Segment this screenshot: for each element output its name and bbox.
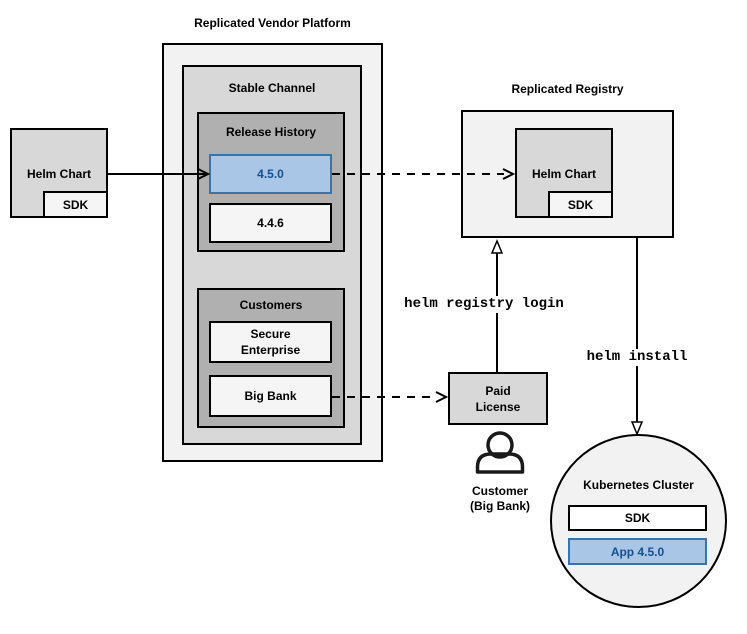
person-icon <box>475 431 525 474</box>
registry-sdk-box: SDK <box>548 191 613 218</box>
customer-secure-enterprise: Secure Enterprise <box>209 321 332 363</box>
source-helm-chart-label: Helm Chart <box>26 167 91 181</box>
paid-license-label: Paid License <box>475 383 521 414</box>
customer-caption-line1: Customer <box>471 484 528 498</box>
helm-install-label: helm install <box>577 349 697 366</box>
source-helm-chart-box: Helm Chart SDK <box>10 128 108 218</box>
customer-big-bank-label: Big Bank <box>244 389 297 403</box>
customer-caption: Customer (Big Bank) <box>448 484 552 514</box>
cluster-sdk-box: SDK <box>568 505 707 531</box>
registry-helm-chart-box: Helm Chart SDK <box>515 128 613 218</box>
customer-caption-line2: (Big Bank) <box>470 499 530 513</box>
cluster-app-label: App 4.5.0 <box>610 544 665 559</box>
release-4-4-6: 4.4.6 <box>209 203 332 243</box>
customers-title: Customers <box>239 298 303 312</box>
registry-title: Replicated Registry <box>511 82 624 96</box>
release-4-5-0: 4.5.0 <box>209 154 332 194</box>
release-4-5-0-label: 4.5.0 <box>257 167 284 181</box>
vendor-platform-title: Replicated Vendor Platform <box>194 16 351 30</box>
customer-big-bank: Big Bank <box>209 375 332 417</box>
source-sdk-box: SDK <box>43 191 108 218</box>
cluster-app-box: App 4.5.0 <box>568 538 707 565</box>
source-sdk-label: SDK <box>62 197 89 212</box>
release-history-title: Release History <box>225 125 317 139</box>
cluster-sdk-label: SDK <box>624 511 651 525</box>
customer-secure-enterprise-label: Secure Enterprise <box>240 327 301 357</box>
kubernetes-cluster-title: Kubernetes Cluster <box>583 478 694 492</box>
release-4-4-6-label: 4.4.6 <box>257 216 284 230</box>
registry-helm-chart-label: Helm Chart <box>531 167 596 181</box>
registry-sdk-label: SDK <box>567 197 594 212</box>
arrow-registry-to-cluster <box>630 238 644 436</box>
paid-license-box: Paid License <box>448 372 548 425</box>
stable-channel-title: Stable Channel <box>228 81 316 95</box>
helm-registry-login-label: helm registry login <box>399 296 569 313</box>
